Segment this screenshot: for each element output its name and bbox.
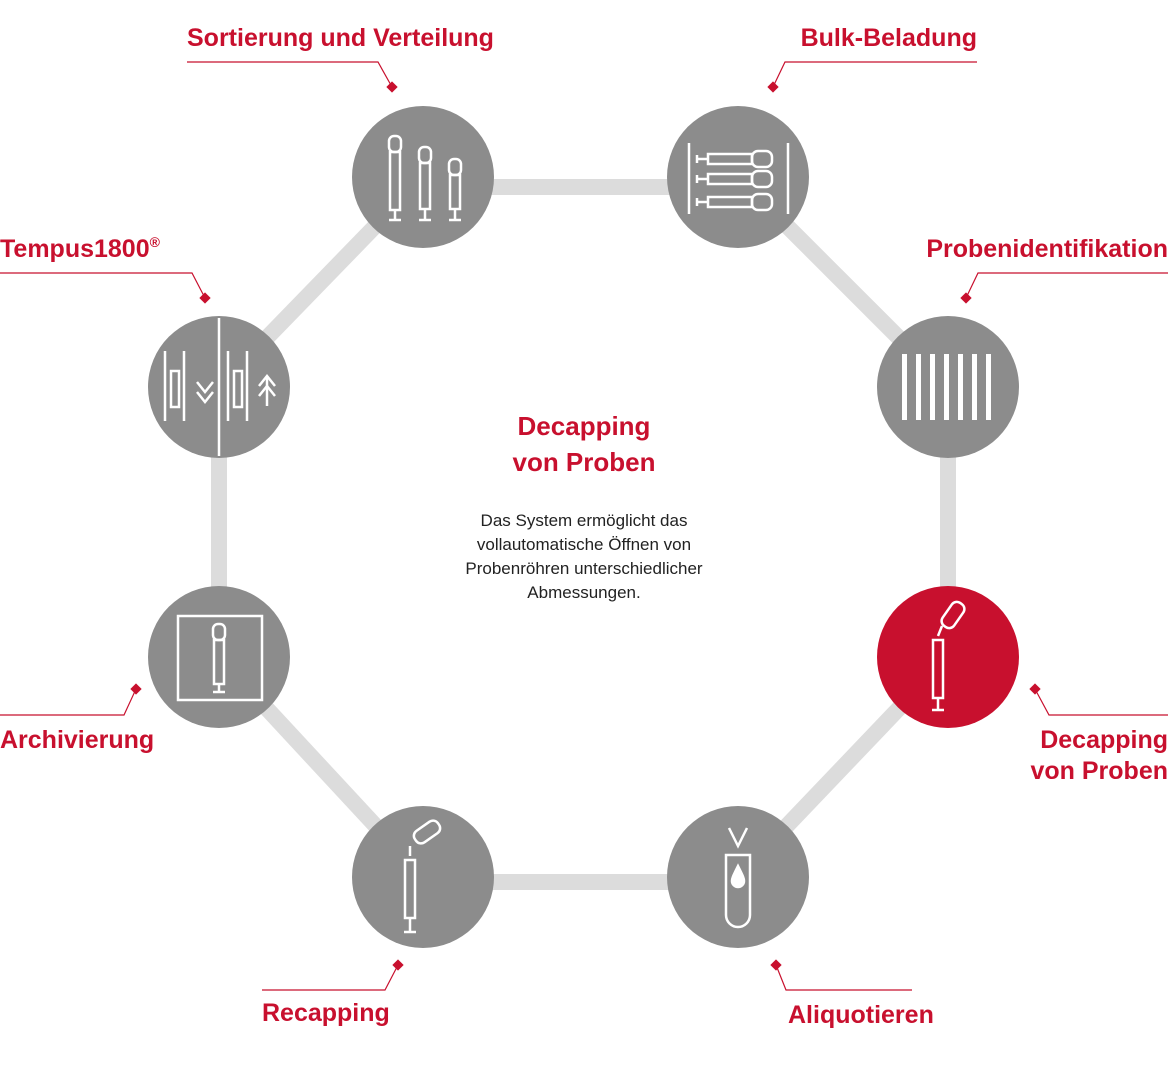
label-bulk[interactable]: Bulk-Beladung bbox=[801, 24, 977, 52]
callout-dots bbox=[130, 81, 1041, 971]
label-decapping-line2[interactable]: von Proben bbox=[1030, 757, 1168, 785]
node-sortierung[interactable] bbox=[352, 106, 494, 248]
node-archivierung[interactable] bbox=[148, 586, 290, 728]
label-sortierung[interactable]: Sortierung und Verteilung bbox=[187, 24, 494, 52]
node-probenidentifikation[interactable] bbox=[877, 316, 1019, 458]
node-bulk[interactable] bbox=[667, 106, 809, 248]
tempus-icon bbox=[163, 318, 276, 456]
decapping-icon bbox=[931, 600, 966, 712]
center-title-line1: Decapping bbox=[518, 411, 651, 441]
label-recapping[interactable]: Recapping bbox=[262, 999, 390, 1027]
node-recapping[interactable] bbox=[352, 806, 494, 948]
node-aliquotieren[interactable] bbox=[667, 806, 809, 948]
label-probenidentifikation[interactable]: Probenidentifikation bbox=[926, 235, 1168, 263]
node-decapping[interactable] bbox=[877, 586, 1019, 728]
aliquot-icon bbox=[724, 827, 752, 929]
recapping-icon bbox=[403, 819, 442, 934]
center-title-line2: von Proben bbox=[512, 447, 655, 477]
label-decapping-line1[interactable]: Decapping bbox=[1040, 726, 1168, 754]
label-tempus-sup: ® bbox=[150, 234, 161, 250]
archive-icon bbox=[176, 614, 264, 702]
center-text-line3: Probenröhren unterschiedlicher bbox=[465, 559, 703, 578]
callout-lines bbox=[0, 61, 1168, 991]
bulk-loading-icon bbox=[687, 143, 790, 214]
label-aliquotieren[interactable]: Aliquotieren bbox=[788, 1001, 934, 1029]
sorting-tubes-icon bbox=[387, 134, 463, 222]
center-text-line4: Abmessungen. bbox=[527, 583, 640, 602]
center-text-line2: vollautomatische Öffnen von bbox=[477, 535, 691, 554]
label-archivierung[interactable]: Archivierung bbox=[0, 726, 154, 754]
center-text-line1: Das System ermöglicht das bbox=[481, 511, 688, 530]
node-tempus[interactable] bbox=[148, 316, 290, 458]
barcode-icon bbox=[902, 354, 991, 420]
label-tempus[interactable]: Tempus1800® bbox=[0, 234, 161, 263]
label-tempus-text: Tempus1800 bbox=[0, 235, 150, 263]
